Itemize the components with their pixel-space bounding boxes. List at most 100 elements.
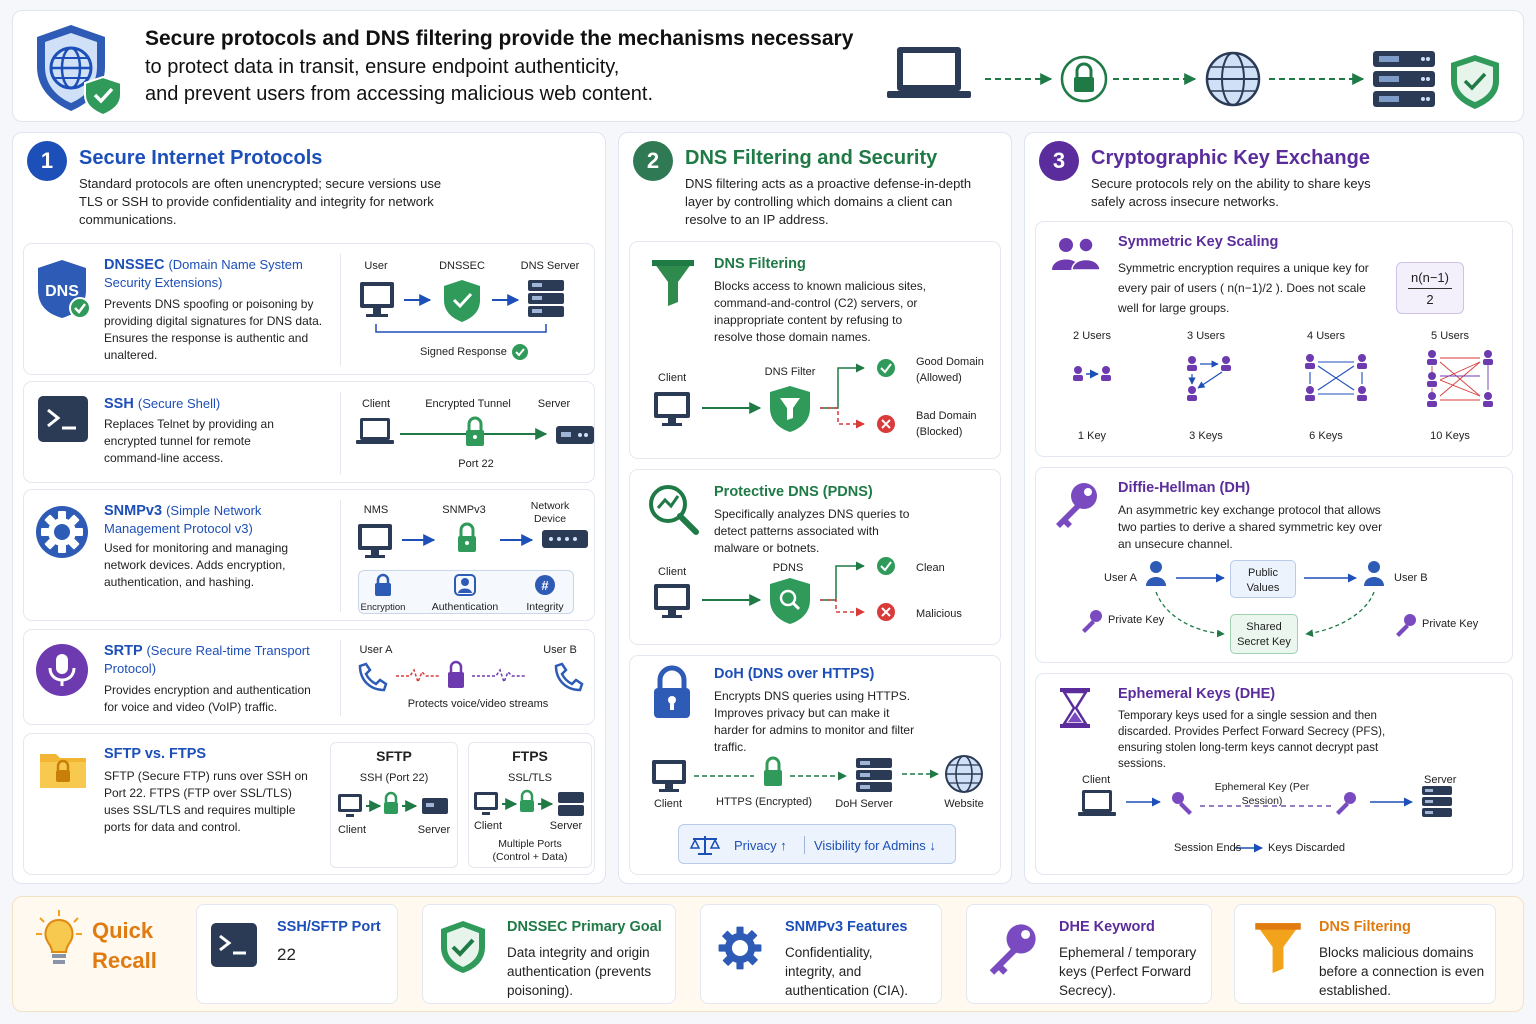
formula-numerator: n(n−1) (1411, 270, 1449, 285)
recall-body: Ephemeral / temporary keys (Perfect Forw… (1059, 945, 1197, 998)
user-b-icon (1364, 561, 1384, 586)
lock-icon (1060, 55, 1108, 103)
public-values-box (1230, 560, 1296, 598)
lock-icon (458, 522, 476, 552)
dnssec-mid-label: DNSSEC (439, 260, 485, 272)
sym-group-3-users: 4 Users (1307, 330, 1345, 342)
dns-filtering-mid-label: DNS Filter (764, 366, 816, 378)
dnssec-server-label: DNS Server (520, 260, 580, 272)
recall-card-dns-filtering: DNS Filtering Blocks malicious domains b… (1234, 904, 1496, 1004)
laptop-icon (887, 47, 971, 98)
monitor-icon (654, 392, 690, 426)
card-srtp: SRTP (Secure Real-time Transport Protoco… (23, 629, 595, 725)
laptop-icon (1078, 790, 1116, 816)
pdns-client-label: Client (658, 566, 687, 578)
snmp-title-sub: (Simple Network Management Protocol v3) (104, 503, 262, 536)
dhe-keys-discarded-label: Keys Discarded (1268, 842, 1346, 854)
server-icon (528, 280, 564, 317)
dnssec-title-sub: (Domain Name System Security Extensions) (104, 257, 303, 290)
dhe-desc: Temporary keys used for a single session… (1118, 710, 1386, 770)
funnel-icon (652, 260, 694, 306)
dnssec-flow-diagram (360, 280, 564, 333)
snmp-feature-integrity: Integrity (526, 601, 564, 613)
sftp-client-label: Client (337, 824, 367, 836)
card-snmpv3: SNMPv3 (Simple Network Management Protoc… (23, 489, 595, 621)
shield-search-icon (770, 578, 810, 624)
recall-body: Blocks malicious domains before a connec… (1319, 945, 1485, 998)
section-number: 2 (633, 141, 673, 181)
dh-diagram (1082, 561, 1416, 638)
padlock-icon (654, 665, 690, 718)
ftps-client-label: Client (473, 820, 503, 832)
check-icon (877, 359, 895, 377)
recall-body: 22 (277, 945, 296, 964)
doh-client-label: Client (653, 798, 683, 810)
funnel-icon (1255, 923, 1301, 973)
section-title: Secure Internet Protocols (79, 147, 323, 169)
section-desc: Standard protocols are often unencrypted… (79, 176, 442, 227)
sym-group-2-keys: 3 Keys (1189, 430, 1223, 442)
section-title: Cryptographic Key Exchange (1091, 147, 1370, 169)
dh-private-key-b-label: Private Key (1422, 618, 1479, 630)
card-ephemeral-dhe: Ephemeral Keys (DHE) Temporary keys used… (1035, 673, 1513, 875)
dhe-diagram (1078, 786, 1452, 853)
folder-lock-icon (40, 754, 86, 788)
recall-title: DNSSEC Primary Goal (507, 919, 662, 935)
section-number: 3 (1039, 141, 1079, 181)
pdns-desc: Specifically analyzes DNS queries to det… (714, 507, 910, 555)
recall-title: SSH/SFTP Port (277, 919, 381, 935)
microphone-icon (36, 644, 88, 696)
ftps-server-label: Server (549, 820, 583, 832)
srtp-note: Protects voice/video streams (407, 698, 549, 710)
sym-key-graphs (1073, 350, 1493, 407)
magnifier-chart-icon (649, 485, 699, 535)
recall-body: Confidentiality, integrity, and authenti… (785, 945, 909, 998)
monitor-icon (358, 524, 392, 558)
srtp-title-main: SRTP (104, 643, 143, 659)
doh-desc: Encrypts DNS queries using HTTPS. Improv… (714, 689, 915, 754)
dns-filtering-good-label: Good Domain (Allowed) (916, 356, 984, 384)
pdns-title: Protective DNS (PDNS) (714, 484, 873, 500)
ftps-box-title: FTPS (512, 748, 548, 764)
privacy-tradeoff-box (678, 824, 956, 864)
sftp-flow-diagram (338, 791, 448, 817)
snmp-device-label: Network Device (530, 500, 570, 525)
ssh-desc: Replaces Telnet by providing an encrypte… (104, 417, 274, 465)
srtp-title: SRTP (Secure Real-time Transport Protoco… (104, 642, 334, 678)
dnssec-title: DNSSEC (Domain Name System Security Exte… (104, 256, 334, 292)
ftps-box (468, 742, 592, 868)
section-title: DNS Filtering and Security (685, 147, 938, 169)
dnssec-desc: Prevents DNS spoofing or poisoning by pr… (104, 297, 323, 362)
sym-group-1-keys: 1 Key (1077, 430, 1107, 442)
pdns-mid-label: PDNS (772, 562, 804, 574)
ssh-port-label: Port 22 (458, 458, 494, 470)
key-icon (989, 924, 1036, 975)
x-icon (877, 415, 895, 433)
pdns-clean-label: Clean (916, 562, 945, 574)
header-line-1: Secure protocols and DNS filtering provi… (145, 27, 854, 50)
snmp-title: SNMPv3 (Simple Network Management Protoc… (104, 502, 334, 538)
section-number: 1 (27, 141, 67, 181)
terminal-icon (38, 396, 88, 442)
card-pdns: Protective DNS (PDNS) Specifically analy… (629, 469, 1001, 645)
sym-group-2-users: 3 Users (1187, 330, 1225, 342)
sftp-box (330, 742, 458, 868)
hourglass-icon (1060, 688, 1090, 728)
doh-title: DoH (DNS over HTTPS) (714, 666, 875, 682)
gear-icon (36, 506, 88, 558)
recall-card-ssh-port: SSH/SFTP Port 22 (196, 904, 398, 1004)
laptop-icon (356, 418, 394, 444)
section-secure-protocols: 1 Secure Internet Protocols Standard pro… (12, 132, 606, 884)
private-key-a-icon (1082, 610, 1102, 633)
doh-visibility-label: Visibility for Admins ↓ (814, 838, 936, 853)
dhe-title: Ephemeral Keys (DHE) (1118, 686, 1276, 702)
snmp-desc: Used for monitoring and managing network… (104, 541, 289, 589)
srtp-flow-diagram (358, 660, 584, 692)
dns-filtering-client-label: Client (658, 372, 687, 384)
sym-group-4-users: 5 Users (1431, 330, 1469, 342)
server-icon (558, 792, 584, 816)
doh-https-label: HTTPS (Encrypted) (716, 796, 812, 808)
dhe-key-label: Ephemeral Key (Per Session) (1214, 781, 1310, 807)
dh-user-a-label: User A (1104, 572, 1138, 584)
sym-group-4-keys: 10 Keys (1430, 430, 1470, 442)
